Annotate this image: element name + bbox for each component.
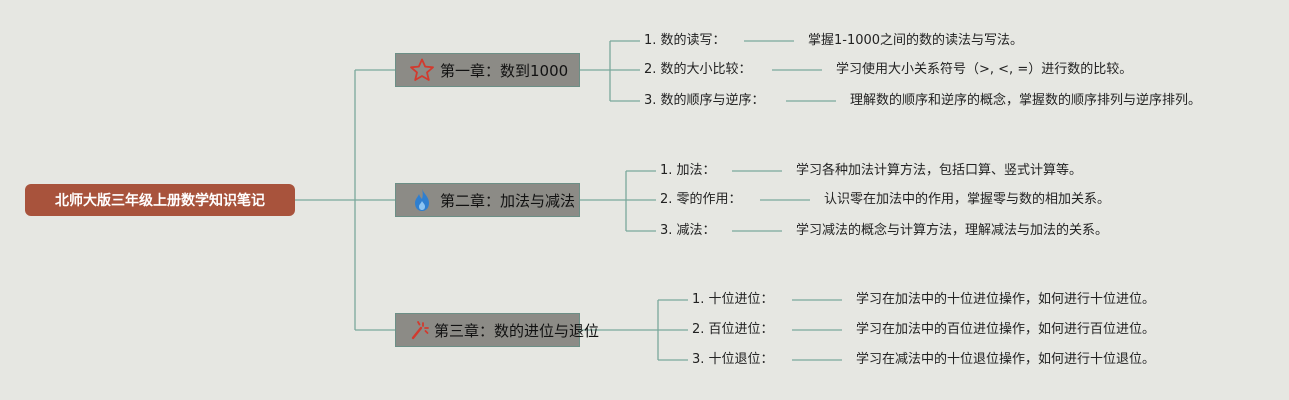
chapter-3-title: 第三章：数的进位与退位 — [434, 321, 600, 340]
chapter-3-item-3-label[interactable]: 3. 十位退位： — [690, 351, 776, 369]
chapter-1-item-1-label[interactable]: 1. 数的读写： — [642, 32, 728, 50]
chapter-3-item-links — [792, 299, 842, 361]
chapter-2-item-3-desc: 学习减法的概念与计算方法，理解减法与加法的关系。 — [794, 222, 1111, 240]
chapter-3-item-1-label[interactable]: 1. 十位进位： — [690, 291, 776, 309]
chapter-3-item-3-desc: 学习在减法中的十位退位操作，如何进行十位退位。 — [854, 351, 1158, 369]
chapter-3-branches — [580, 299, 688, 361]
chapter-2-branches — [580, 170, 656, 232]
root-topic[interactable]: 北师大版三年级上册数学知识笔记 — [25, 184, 295, 216]
chapter-1-item-links — [744, 40, 836, 102]
chapter-2-item-2-label[interactable]: 2. 零的作用： — [658, 191, 744, 209]
chapter-1-item-2-label[interactable]: 2. 数的大小比较： — [642, 61, 754, 79]
chapter-2-node[interactable]: 第二章：加法与减法 — [395, 183, 580, 217]
chapter-3-item-2-label[interactable]: 2. 百位进位： — [690, 321, 776, 339]
chapter-1-item-1-desc: 掌握1-1000之间的数的读法与写法。 — [806, 32, 1026, 50]
chapter-2-item-1-desc: 学习各种加法计算方法，包括口算、竖式计算等。 — [794, 162, 1085, 180]
chapter-1-branches — [580, 40, 640, 102]
chapter-2-title: 第二章：加法与减法 — [440, 191, 576, 210]
chapter-1-item-3-desc: 理解数的顺序和逆序的概念，掌握数的顺序排列与逆序排列。 — [848, 92, 1204, 110]
star-icon — [408, 57, 436, 83]
chapter-1-item-2-desc: 学习使用大小关系符号（>, <, =）进行数的比较。 — [834, 61, 1135, 79]
chapter-2-item-2-desc: 认识零在加法中的作用，掌握零与数的相加关系。 — [822, 191, 1113, 209]
chapter-2-item-links — [732, 170, 810, 232]
chapter-2-item-1-label[interactable]: 1. 加法： — [658, 162, 718, 180]
chapter-3-item-2-desc: 学习在加法中的百位进位操作，如何进行百位进位。 — [854, 321, 1158, 339]
chapter-1-title: 第一章：数到1000 — [440, 61, 569, 80]
chapter-1-node[interactable]: 第一章：数到1000 — [395, 53, 580, 87]
chapter-3-item-1-desc: 学习在加法中的十位进位操作，如何进行十位进位。 — [854, 291, 1158, 309]
root-title: 北师大版三年级上册数学知识笔记 — [55, 193, 265, 209]
firework-icon — [408, 317, 430, 343]
chapter-2-item-3-label[interactable]: 3. 减法： — [658, 222, 718, 240]
chapter-3-node[interactable]: 第三章：数的进位与退位 — [395, 313, 599, 347]
flame-icon — [408, 187, 436, 213]
chapter-1-item-3-label[interactable]: 3. 数的顺序与逆序： — [642, 92, 767, 110]
